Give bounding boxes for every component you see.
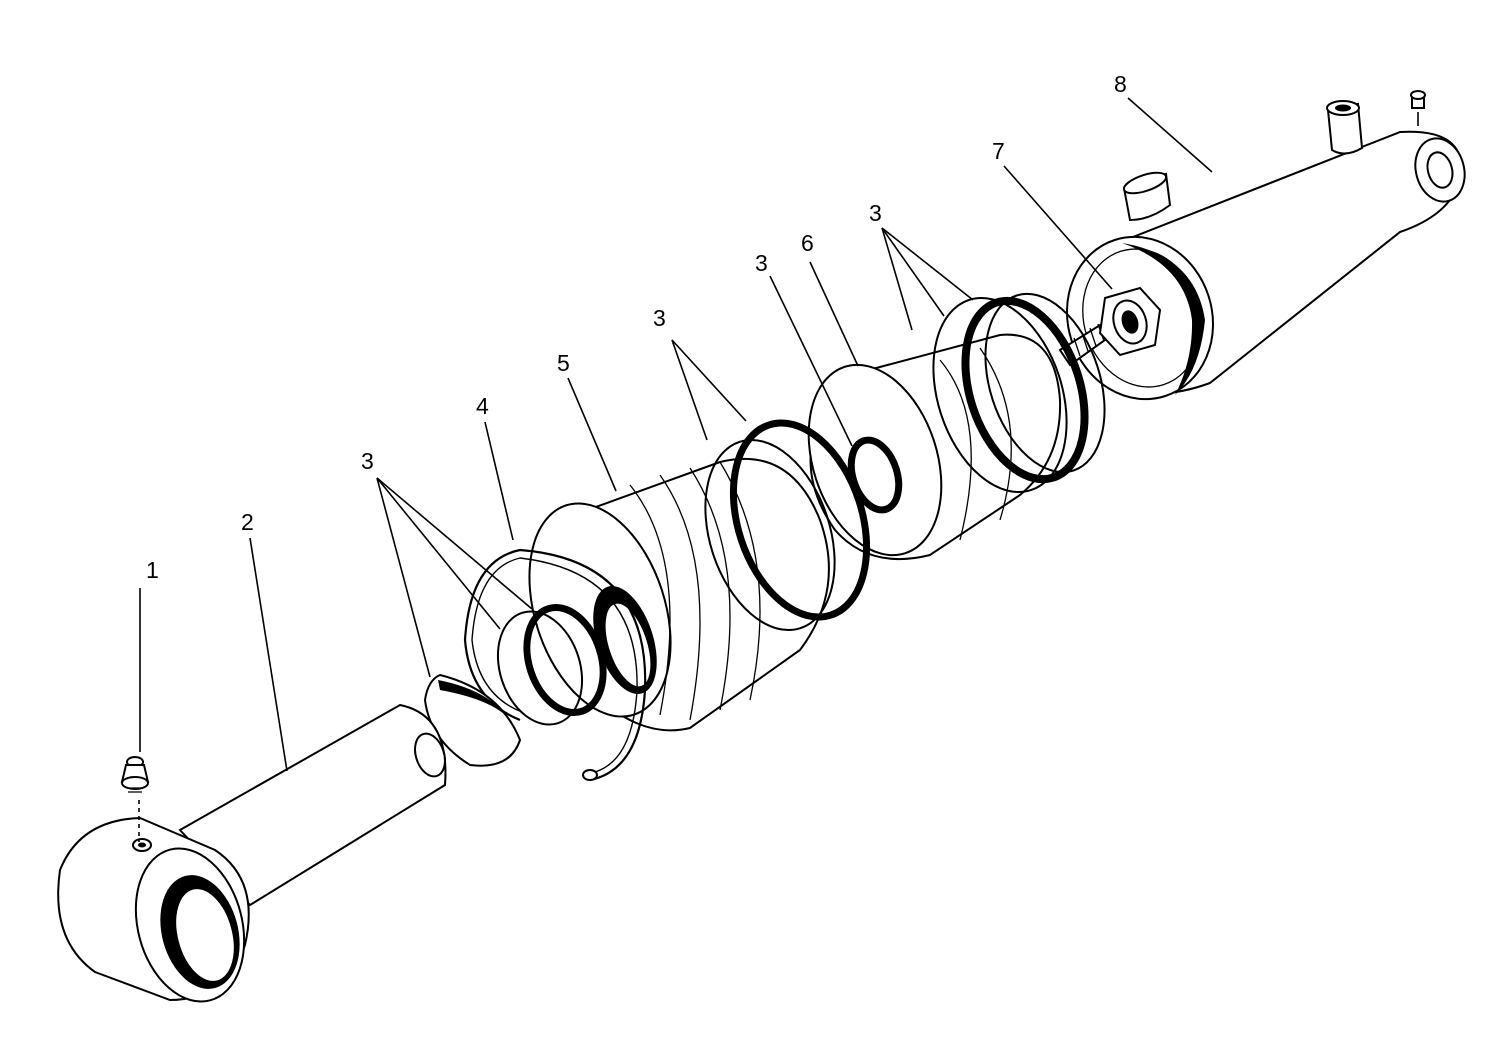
callout-8: 8 [1114, 71, 1127, 97]
part-3-piston-seals [932, 292, 1106, 494]
callout-1: 1 [146, 557, 159, 583]
callout-7: 7 [992, 138, 1005, 164]
part-6-piston [807, 333, 1062, 561]
callout-3-inner-oring: 3 [755, 250, 768, 276]
callout-4: 4 [476, 393, 489, 419]
part-3-head-seal-rings [729, 419, 871, 621]
callout-3-piston-seals: 3 [869, 200, 882, 226]
callout-3-rod-seals: 3 [361, 448, 374, 474]
part-1-grease-fitting [120, 756, 150, 842]
part-4-snap-ring [463, 548, 647, 782]
part-2-piston-rod [57, 703, 447, 1003]
part-3-rod-seals [423, 603, 607, 767]
callout-5: 5 [557, 350, 570, 376]
leader-lines [139, 97, 1213, 772]
callout-2: 2 [241, 509, 254, 535]
part-8-cylinder-barrel [1065, 90, 1466, 401]
callout-3-head-seals: 3 [653, 305, 666, 331]
part-5-gland-head [528, 438, 836, 732]
callout-6: 6 [801, 230, 814, 256]
callout-labels: 1 2 3 4 5 3 3 6 3 7 8 [146, 71, 1127, 583]
